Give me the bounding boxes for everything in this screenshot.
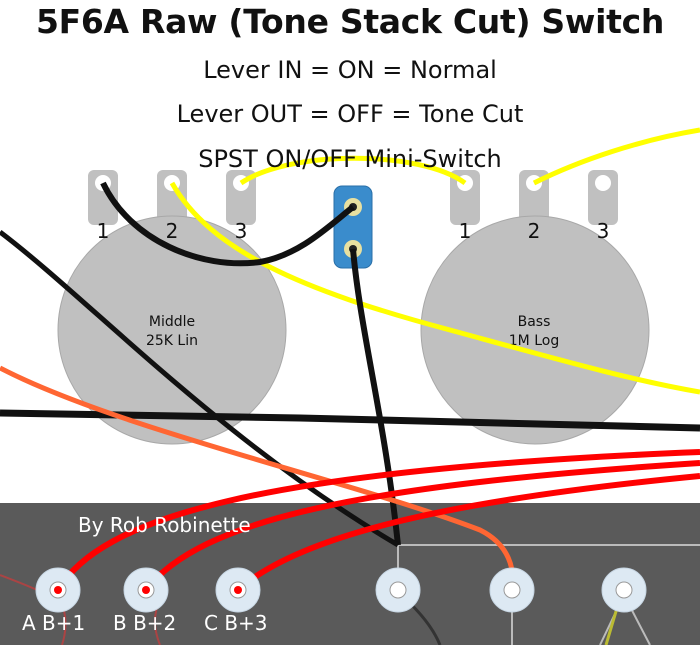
black-wire-middle1-switch [100, 181, 355, 267]
middle-pot-value: 25K Lin [146, 333, 198, 349]
middle-lug-1-label: 1 [97, 219, 110, 243]
middle-pot: 1 2 3 Middle 25K Lin [57, 170, 287, 445]
bass-lug-3-label: 3 [597, 219, 610, 243]
terminal-label-b: B B+2 [113, 611, 176, 635]
bass-pot-body [420, 215, 650, 445]
yellow-wire-middle3-bass1 [239, 155, 467, 186]
bass-lug-1-label: 1 [459, 219, 472, 243]
red-wire-a-end [54, 586, 62, 594]
middle-lug-3-label: 3 [235, 219, 248, 243]
bass-pot-value: 1M Log [509, 333, 559, 349]
subtitle-line-2: Lever OUT = OFF = Tone Cut [176, 100, 524, 128]
terminal-label-c: C B+3 [204, 611, 268, 635]
subtitle-line-3: SPST ON/OFF Mini-Switch [198, 145, 502, 173]
bass-pot: 1 2 3 Bass 1M Log [420, 170, 650, 445]
subtitle-line-1: Lever IN = ON = Normal [203, 56, 497, 84]
eyelet-6 [601, 567, 647, 613]
terminal-label-a: A B+1 [22, 611, 85, 635]
bass-lug-2-label: 2 [528, 219, 541, 243]
bass-pot-name: Bass [518, 314, 551, 330]
yellow-wire-middle2-right [169, 181, 700, 395]
red-wire-b [143, 460, 700, 592]
red-wire-b-end [142, 586, 150, 594]
red-wire-c [236, 473, 700, 593]
black-wire-horizontal [0, 409, 700, 432]
yellow-wire-bass2-right [532, 127, 700, 186]
credit-label: By Rob Robinette [78, 513, 251, 537]
middle-pot-body [57, 215, 287, 445]
turret-board [0, 503, 700, 645]
orange-wire [0, 365, 516, 591]
bass-lug-3-hole [595, 175, 611, 191]
middle-pot-name: Middle [149, 314, 195, 330]
black-wire-left-board [0, 230, 400, 548]
middle-lug-2-label: 2 [166, 219, 179, 243]
red-wire-a [55, 449, 700, 592]
eyelet-5 [489, 567, 535, 613]
eyelet-4 [375, 567, 421, 613]
red-wire-c-end [234, 586, 242, 594]
page-title: 5F6A Raw (Tone Stack Cut) Switch [35, 2, 665, 41]
